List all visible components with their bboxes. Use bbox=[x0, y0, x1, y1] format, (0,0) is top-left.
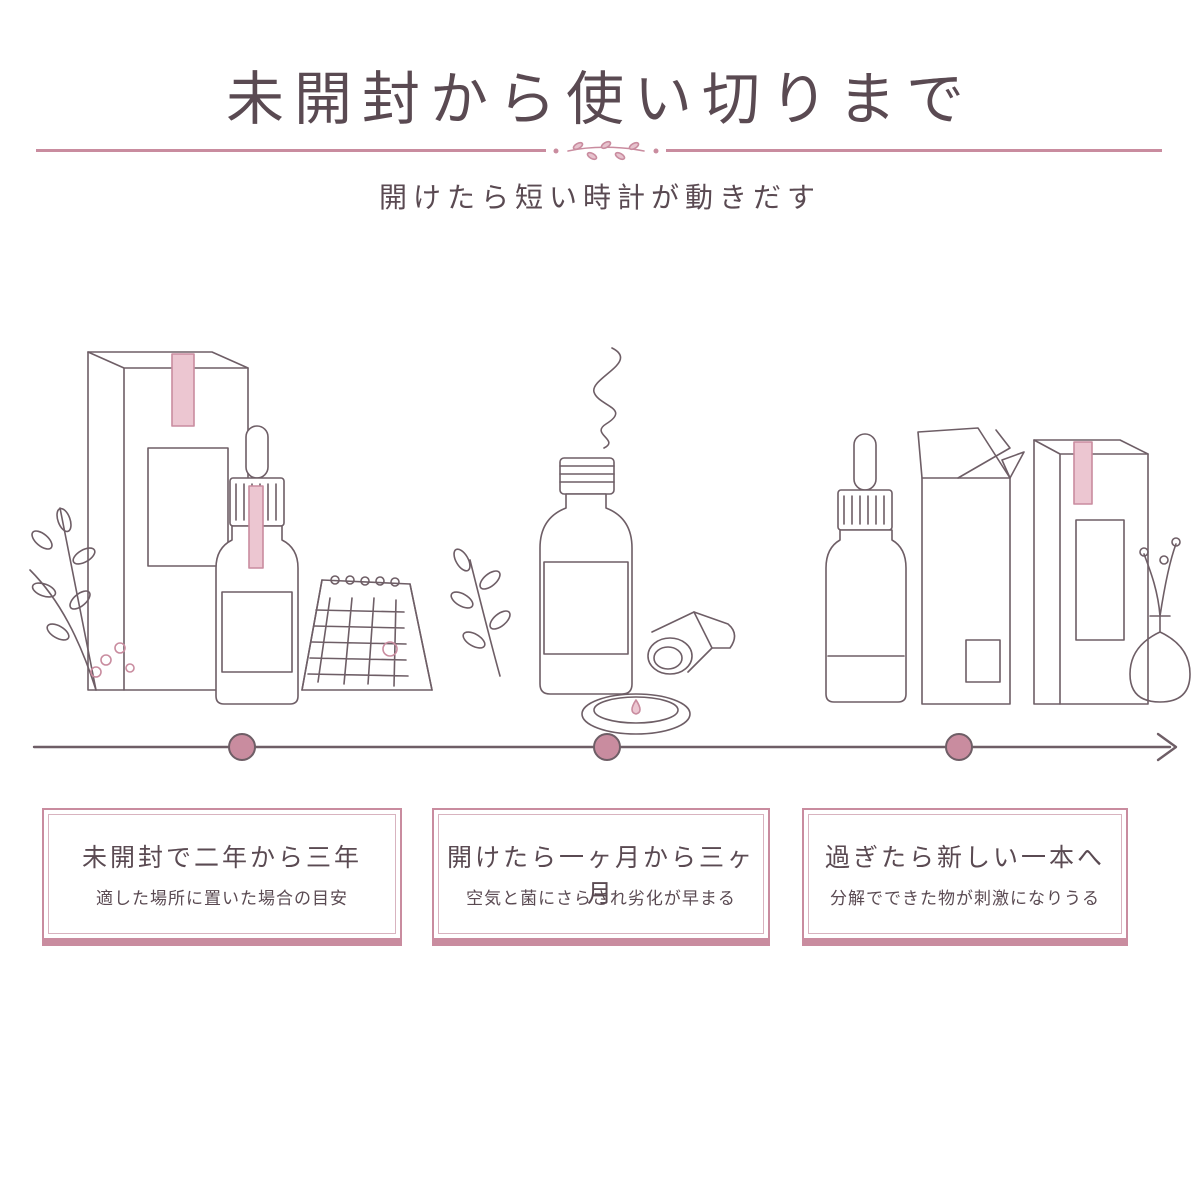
card-accent-bar bbox=[802, 940, 1128, 946]
timeline-marker bbox=[593, 733, 621, 761]
stage-note: 適した場所に置いた場合の目安 bbox=[96, 889, 348, 909]
plant-sprig-icon bbox=[29, 507, 135, 691]
timeline-marker bbox=[945, 733, 973, 761]
open-bottle-icon bbox=[539, 457, 633, 695]
stage-heading: 未開封で二年から三年 bbox=[81, 843, 362, 872]
stage-heading: 過ぎたら新しい一本へ bbox=[824, 843, 1105, 872]
plant-sprig-icon bbox=[450, 548, 511, 677]
stage-note: 分解でできた物が刺激になりうる bbox=[830, 889, 1100, 909]
card-accent-bar bbox=[42, 940, 402, 946]
page-subtitle: 開けたら短い時計が動きだす bbox=[378, 181, 821, 214]
stage-card-replace: 過ぎたら新しい一本へ 分解でできた物が刺激になりうる bbox=[802, 808, 1128, 946]
stage-note: 空気と菌にさらされ劣化が早まる bbox=[466, 889, 736, 909]
empty-dropper-bottle-icon bbox=[825, 433, 907, 703]
dish-icon bbox=[581, 693, 691, 735]
vase-icon bbox=[1129, 537, 1191, 703]
title-divider-left bbox=[36, 149, 546, 152]
stage-heading: 開けたら一ヶ月から三ヶ月 bbox=[446, 843, 755, 908]
sealed-dropper-bottle-icon bbox=[215, 425, 299, 705]
timeline-marker bbox=[228, 733, 256, 761]
stage-card-unopened: 未開封で二年から三年 適した場所に置いた場合の目安 bbox=[42, 808, 402, 946]
opened-box-icon bbox=[917, 427, 1025, 705]
illustration bbox=[29, 140, 1191, 762]
stage-card-opened: 開けたら一ヶ月から三ヶ月 空気と菌にさらされ劣化が早まる bbox=[432, 808, 770, 946]
calendar-icon bbox=[301, 575, 433, 691]
page-title: 未開封から使い切りまで bbox=[225, 65, 974, 133]
aroma-swirl-icon bbox=[593, 347, 622, 449]
card-accent-bar bbox=[432, 940, 770, 946]
new-box-icon bbox=[1033, 439, 1149, 705]
title-divider-right bbox=[666, 149, 1162, 152]
leaf-ornament bbox=[553, 140, 659, 161]
dropper-cap-icon bbox=[647, 611, 736, 675]
